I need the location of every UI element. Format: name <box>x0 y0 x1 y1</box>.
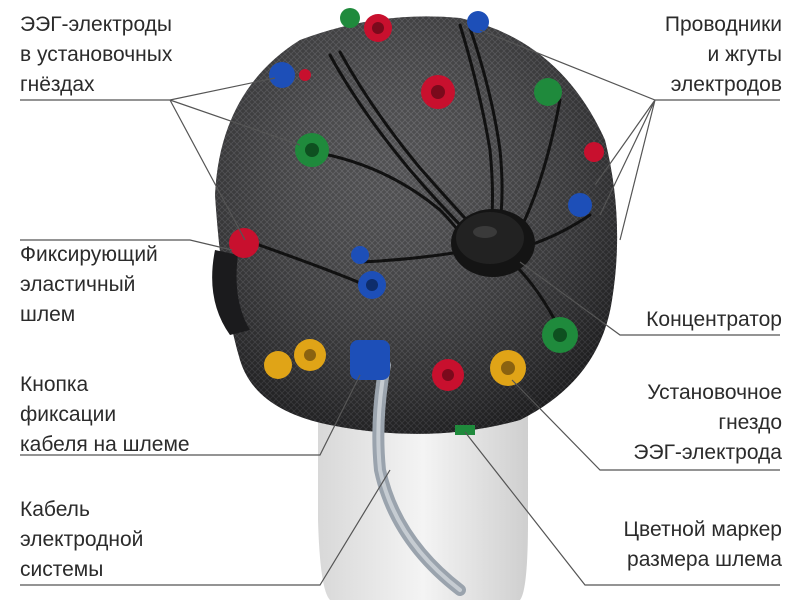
leader-socket <box>511 379 780 471</box>
label-size-marker: Цветной маркер размера шлема <box>623 518 782 571</box>
label-electrodes-in-sockets: ЭЭГ-электроды в установочных гнёздах <box>20 13 173 96</box>
label-electrode-cable: Кабель электродной системы <box>20 498 144 581</box>
label-elastic-cap: Фиксирующий эластичный шлем <box>20 243 158 326</box>
concentrator-device <box>451 209 535 277</box>
leader-cable <box>20 469 391 586</box>
leader-concentrator <box>519 261 780 336</box>
leader-wires <box>479 29 780 241</box>
leader-size-marker <box>464 431 780 586</box>
label-cable-fixing-button: Кнопка фиксации кабеля на шлеме <box>20 373 190 456</box>
leader-lines <box>20 29 780 586</box>
leader-button <box>20 374 361 456</box>
label-wires-and-harnesses: Проводники и жгуты электродов <box>664 13 782 96</box>
elastic-cap-shape <box>212 16 618 434</box>
label-electrode-socket: Установочное гнездо ЭЭГ-электрода <box>633 381 782 464</box>
leader-cap <box>20 239 233 251</box>
leader-electrodes <box>20 77 301 241</box>
electrodes <box>229 8 604 435</box>
label-concentrator: Концентратор <box>646 308 782 331</box>
mannequin-neck <box>318 410 528 600</box>
